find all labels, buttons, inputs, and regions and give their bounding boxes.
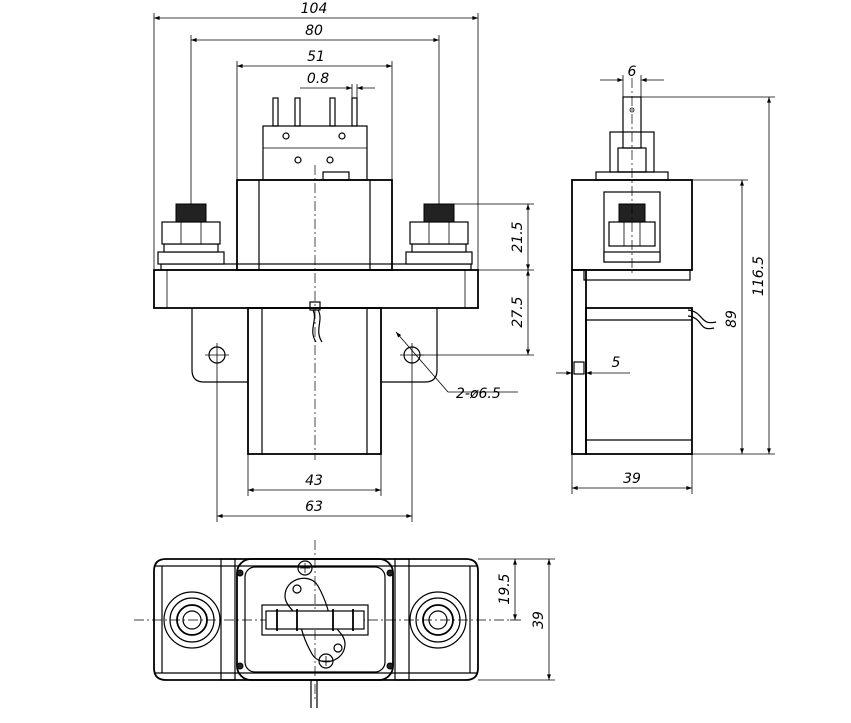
bottom-view: [134, 540, 510, 708]
dim-bottom-depth: 39: [531, 611, 547, 629]
side-view: [571, 78, 717, 455]
front-view: [153, 97, 479, 460]
dim-pin-thickness: 0.8: [307, 71, 329, 87]
dim-overall-height: 116.5: [751, 256, 767, 296]
dim-coil-width: 43: [305, 473, 323, 489]
dim-holes: 2-ø6.5: [456, 386, 501, 402]
front-dimensions: 104 80 51 0.8 21.5 27.5 2-ø6.5 43 63: [153, 1, 534, 522]
dim-overall-width: 104: [301, 1, 328, 17]
dim-terminal-height: 21.5: [510, 221, 526, 252]
dim-side-step: 5: [612, 355, 621, 371]
dim-cover-width: 51: [307, 49, 325, 65]
side-dimensions: 6 89 116.5 5 39: [556, 64, 775, 494]
dim-body-height: 89: [724, 310, 740, 328]
dim-flange-to-hole: 27.5: [510, 296, 526, 327]
dim-half-depth: 19.5: [497, 573, 513, 604]
dim-terminal-spacing: 80: [305, 23, 323, 39]
dim-pin-width: 6: [628, 64, 637, 80]
dim-hole-spacing: 63: [305, 499, 323, 515]
dim-side-depth: 39: [623, 471, 641, 487]
bottom-dimensions: 19.5 39: [478, 558, 555, 681]
